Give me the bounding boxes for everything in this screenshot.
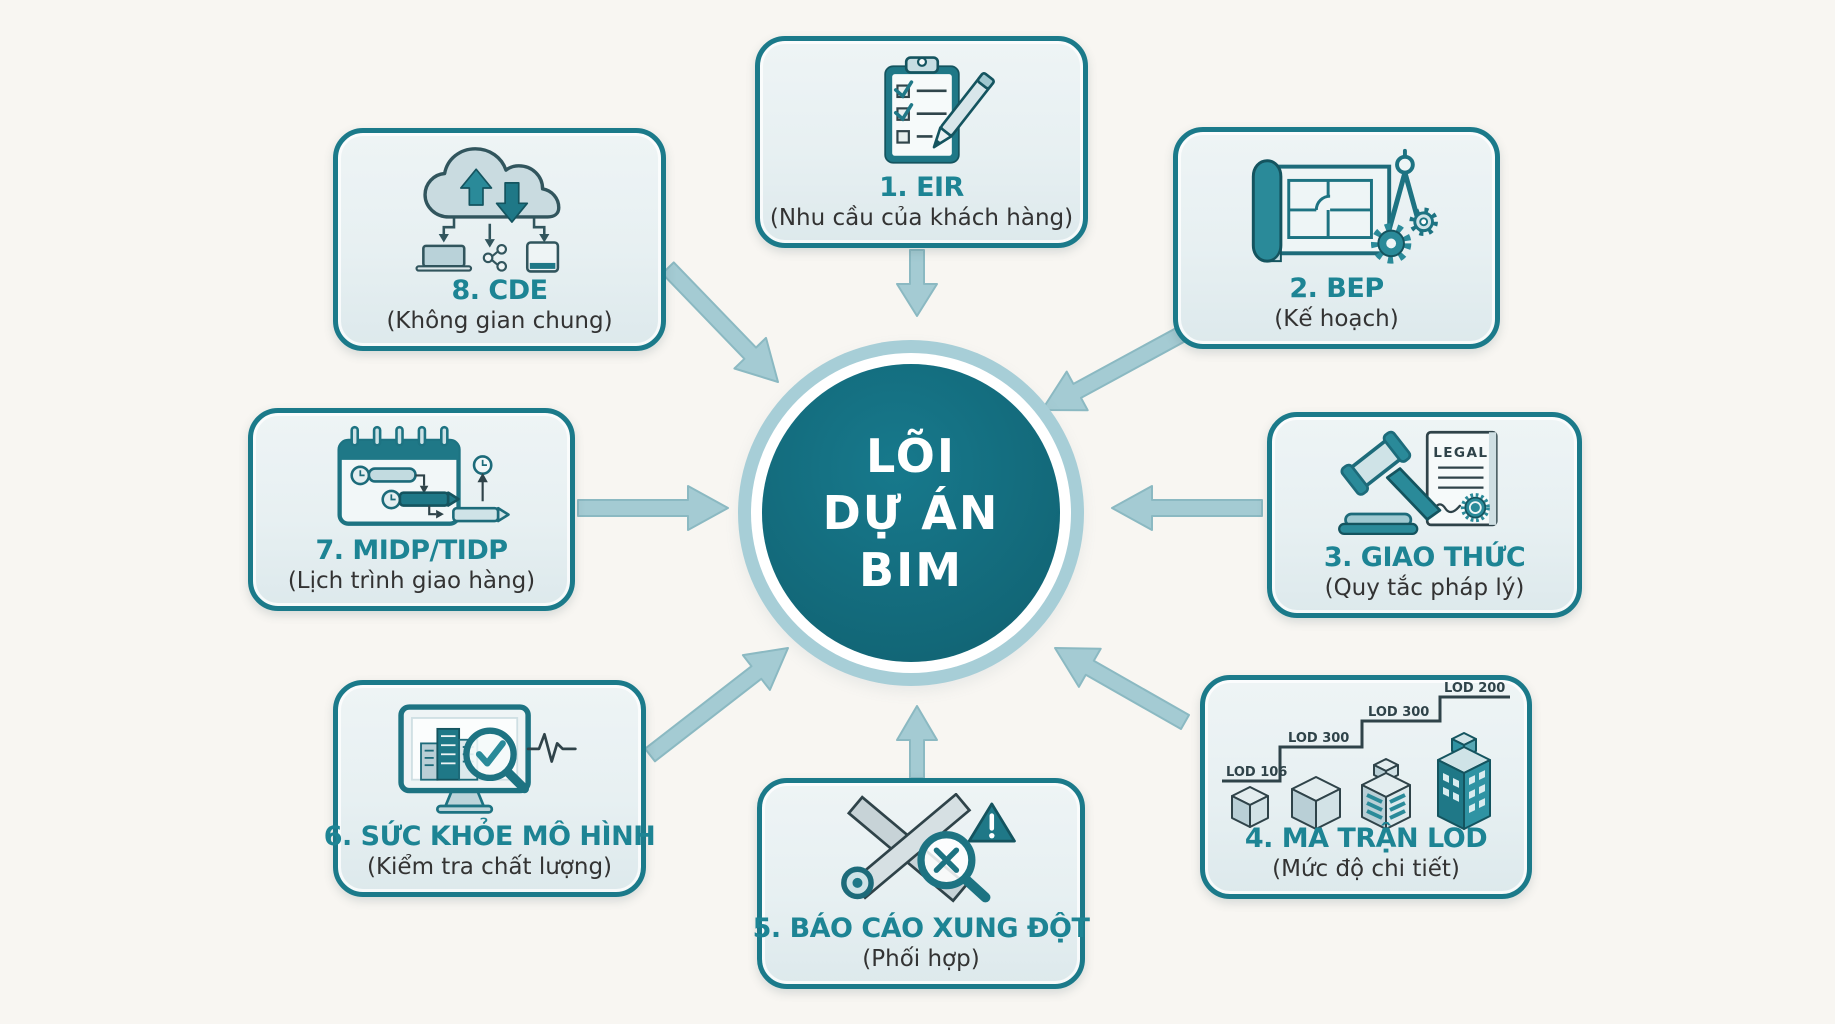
gantt-bars [349,465,460,519]
svg-text:LEGAL: LEGAL [1433,444,1488,460]
node-subtitle: (Không gian chung) [386,308,613,334]
clash-magnifier [917,831,991,903]
legal-document: LEGAL [1425,430,1498,526]
download-arrow-icon [495,182,528,223]
node-subtitle: (Nhu cầu của khách hàng) [769,205,1074,231]
delivery-clock [451,455,510,523]
node-suc-khoe-mo-hinh: 6. SỨC KHỎE MÔ HÌNH (Kiểm tra chất lượng… [324,680,656,897]
svg-text:LOD 300: LOD 300 [1368,705,1429,720]
node-title: 4. MA TRẬN LOD [1244,823,1488,854]
cloud [422,147,560,219]
cloud-sync-devices-icon [344,141,655,275]
core-circle: LÕI DỰ ÁN BIM [762,364,1060,662]
arrow-cde-to-core [661,261,779,383]
node-eir: 1. EIR (Nhu cầu của khách hàng) [755,36,1088,248]
arrow-xung-dot-to-core [896,705,938,779]
pencil [932,71,995,148]
svg-text:LOD 300: LOD 300 [1288,731,1349,746]
node-subtitle: (Phối hợp) [862,946,980,972]
node-subtitle: (Mức độ chi tiết) [1272,856,1460,882]
calendar-gantt-icon [259,421,564,535]
clipboard [883,55,960,164]
gavel [1338,430,1442,535]
node-midp-tidp: 7. MIDP/TIDP (Lịch trình giao hàng) [248,408,575,611]
node-subtitle: (Kiểm tra chất lượng) [366,854,613,880]
core-text-line-1: LÕI [866,428,956,483]
core-text-line-3: BIM [859,542,963,597]
core-text-line-2: DỰ ÁN [822,485,1000,540]
laptop [414,244,472,272]
sync-connectors [442,216,546,240]
lod-cube-2 [1291,775,1341,830]
node-title: 6. SỨC KHỎE MÔ HÌNH [323,821,656,852]
arrow-giao-thuc-to-core [1111,485,1263,531]
node-title: 5. BÁO CÁO XUNG ĐỘT [752,913,1090,944]
arrow-lod-to-core [1054,647,1190,730]
lod-building-3 [1361,757,1411,830]
share-icon [482,243,507,272]
model-health-monitor-icon [344,693,635,821]
blueprint-scroll [1251,158,1391,263]
lod-step-line [1222,695,1510,782]
clash-detection-icon [768,791,1074,913]
node-bao-cao-xung-dot: 5. BÁO CÁO XUNG ĐỘT (Phối hợp) [753,778,1090,989]
arrow-suc-khoe-to-core [644,647,789,763]
node-subtitle: (Lịch trình giao hàng) [287,568,536,594]
warning-triangle-icon [967,802,1016,843]
node-bep: 2. BEP (Kế hoạch) [1173,127,1500,349]
arrow-bep-to-core [1041,327,1185,412]
lod-cube-1 [1231,785,1269,828]
check-magnifier [462,727,529,794]
node-ma-tran-lod: LOD 106 LOD 300 LOD 300 LOD 200 [1200,675,1532,899]
node-title: 8. CDE [451,275,548,306]
node-title: 7. MIDP/TIDP [315,535,508,566]
svg-text:LOD 200: LOD 200 [1444,681,1505,696]
lod-building-4 [1437,731,1491,830]
node-giao-thuc: LEGAL [1267,412,1582,618]
node-subtitle: (Quy tắc pháp lý) [1324,575,1525,601]
gavel-legal-document-icon: LEGAL [1278,425,1571,542]
checklist-rows [893,79,947,144]
arrow-midp-to-core [577,485,729,531]
lod-buildings-icon: LOD 106 LOD 300 LOD 300 LOD 200 [1211,681,1521,830]
node-subtitle: (Kế hoạch) [1274,306,1399,332]
tablet [525,241,559,273]
clipboard-checklist-icon [766,49,1077,172]
node-title: 2. BEP [1289,273,1384,304]
node-title: 3. GIAO THỨC [1323,542,1526,573]
connector-arrowheads [438,233,549,248]
node-cde: 8. CDE (Không gian chung) [333,128,666,351]
upload-arrow-icon [459,168,492,206]
node-title: 1. EIR [879,172,964,203]
blueprint-compass-gears-icon [1184,140,1489,273]
heartbeat-line [526,732,577,763]
svg-text:LOD 106: LOD 106 [1226,765,1287,780]
arrow-eir-to-core [896,249,938,317]
